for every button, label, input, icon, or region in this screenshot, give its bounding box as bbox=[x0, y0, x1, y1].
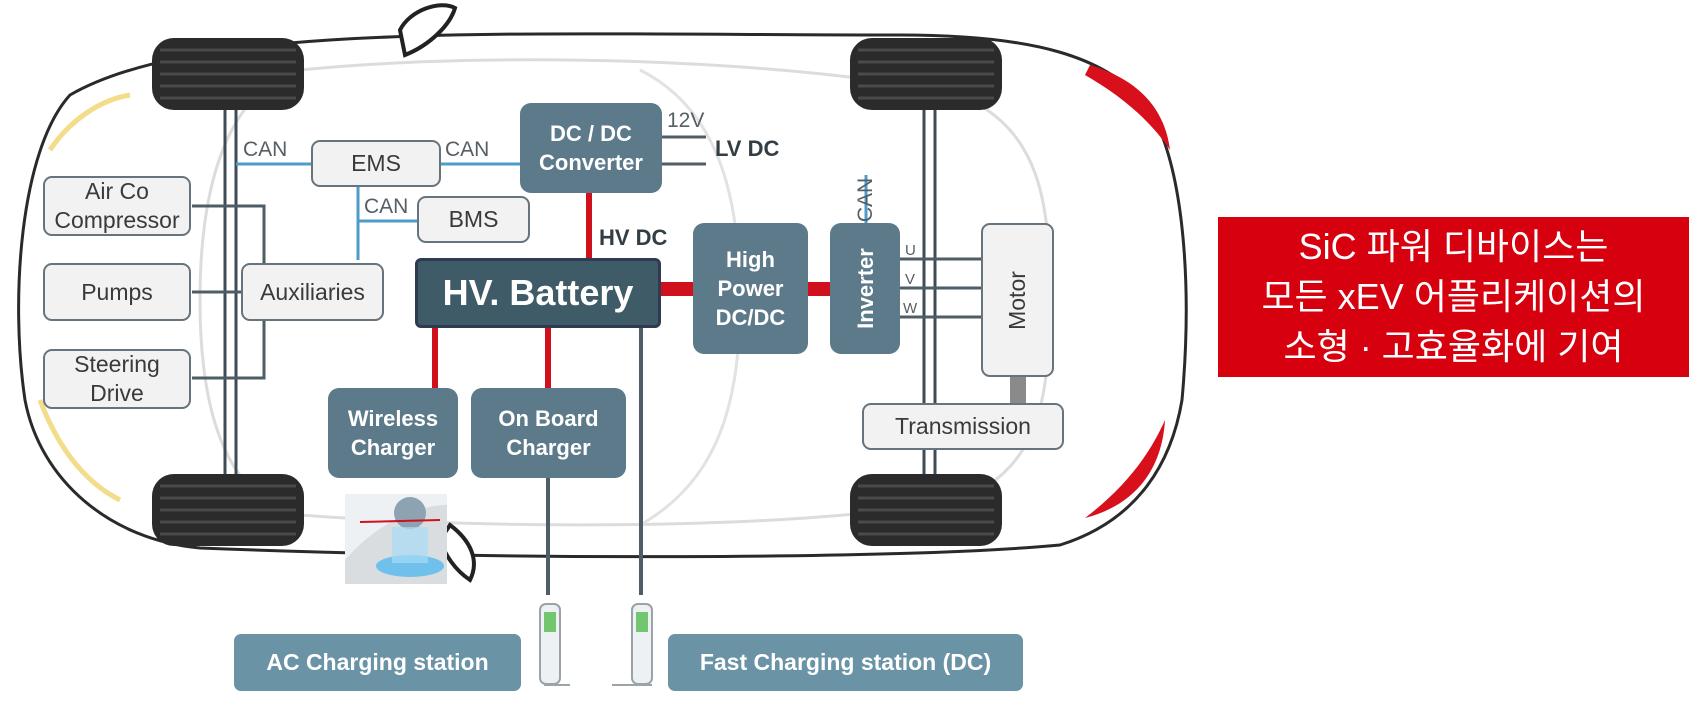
transmission-box: Transmission bbox=[862, 403, 1064, 450]
can-label: CAN bbox=[364, 195, 409, 218]
inverter-box: Inverter bbox=[830, 223, 900, 354]
wireless-charger-box: Wireless Charger bbox=[328, 388, 458, 478]
can-label: CAN bbox=[243, 138, 288, 161]
phase-lines bbox=[900, 257, 982, 319]
phase-u-label: U bbox=[905, 242, 916, 259]
inverter-label: Inverter bbox=[852, 248, 878, 329]
lv-dc-label: LV DC bbox=[715, 136, 780, 161]
motor-label: Motor bbox=[1003, 270, 1030, 330]
dc-charger-pillar-image bbox=[612, 603, 653, 686]
wireless-charger-image bbox=[345, 494, 447, 584]
can-label-vertical: CAN bbox=[854, 177, 877, 223]
12v-label: 12V bbox=[667, 109, 705, 132]
bms-box: BMS bbox=[417, 196, 530, 243]
fast-charging-station-box: Fast Charging station (DC) bbox=[668, 634, 1023, 691]
sic-banner: SiC 파워 디바이스는 모든 xEV 어플리케이션의 소형 · 고효율화에 기… bbox=[1218, 217, 1689, 377]
wheel-front-bottom bbox=[152, 474, 304, 546]
steering-drive-box: Steering Drive bbox=[43, 349, 191, 409]
hv-dc-label: HV DC bbox=[599, 225, 668, 250]
pumps-box: Pumps bbox=[43, 263, 191, 321]
lv-lines bbox=[662, 135, 706, 166]
can-bus-lines bbox=[236, 162, 868, 260]
aux-wiring bbox=[192, 204, 266, 380]
motor-box: Motor bbox=[981, 223, 1054, 377]
air-co-compressor-box: Air Co Compressor bbox=[43, 176, 191, 236]
mirror-top bbox=[397, 3, 458, 58]
charging-cables bbox=[546, 328, 643, 595]
taillight-top bbox=[1085, 65, 1170, 150]
can-label: CAN bbox=[445, 138, 490, 161]
hv-battery-box: HV. Battery bbox=[415, 258, 661, 328]
taillight-bottom bbox=[1085, 420, 1165, 518]
phase-v-label: V bbox=[905, 271, 916, 288]
ems-box: EMS bbox=[311, 140, 441, 187]
ac-charging-station-box: AC Charging station bbox=[234, 634, 521, 691]
auxiliaries-box: Auxiliaries bbox=[241, 263, 384, 321]
headlight-top bbox=[47, 92, 131, 152]
hv-lines bbox=[432, 193, 830, 388]
on-board-charger-box: On Board Charger bbox=[471, 388, 626, 478]
motor-shaft bbox=[1010, 377, 1026, 403]
wheel-rear-top bbox=[850, 38, 1002, 110]
wheel-front-top bbox=[152, 38, 304, 110]
high-power-dcdc-box: High Power DC/DC bbox=[693, 223, 808, 354]
headlight-bottom bbox=[37, 399, 122, 503]
ac-charger-pillar-image bbox=[539, 603, 570, 686]
dcdc-converter-box: DC / DC Converter bbox=[520, 103, 662, 193]
wheel-rear-bottom bbox=[850, 474, 1002, 546]
phase-w-label: W bbox=[903, 300, 918, 317]
